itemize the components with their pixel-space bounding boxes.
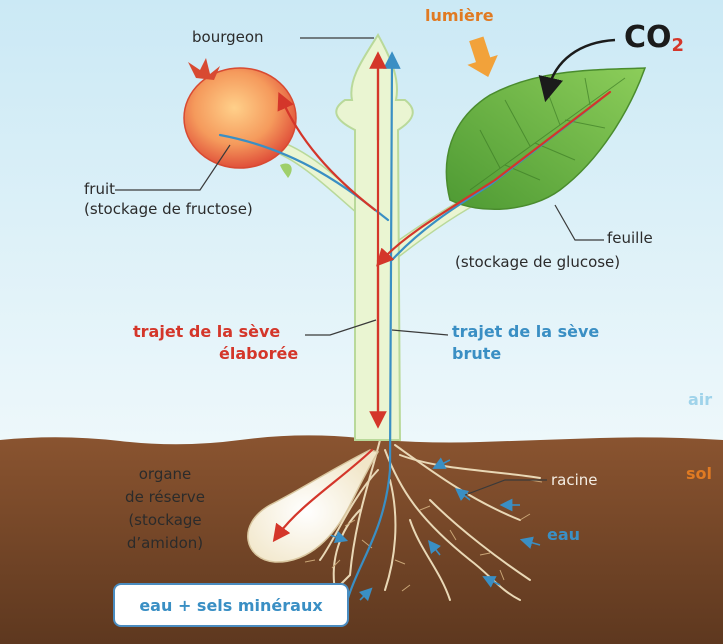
label-seve-elaboree-2: élaborée — [219, 344, 298, 363]
label-seve-brute-2: brute — [452, 344, 501, 363]
water-mineral-salts-box: eau + sels minéraux — [113, 583, 349, 627]
label-feuille-storage: (stockage de glucose) — [455, 253, 620, 272]
label-air: air — [688, 390, 712, 409]
label-organe-amidon: d’amidon) — [110, 534, 220, 553]
label-eau: eau — [547, 525, 580, 544]
label-seve-elaboree: trajet de la sève — [133, 322, 280, 341]
label-sol: sol — [686, 464, 712, 483]
label-fruit: fruit — [84, 180, 115, 199]
label-racine: racine — [551, 471, 598, 490]
label-feuille: feuille — [607, 229, 653, 248]
label-seve-brute: trajet de la sève — [452, 322, 599, 341]
label-eau-sels: eau + sels minéraux — [139, 596, 322, 615]
label-co2: CO2 — [624, 20, 684, 56]
label-organe: organe — [110, 465, 220, 484]
label-fruit-storage: (stockage de fructose) — [84, 200, 253, 219]
label-organe-stockage: (stockage — [110, 511, 220, 530]
label-lumiere: lumière — [425, 6, 494, 25]
label-organe-reserve: de réserve — [110, 488, 220, 507]
label-bourgeon: bourgeon — [192, 28, 264, 47]
